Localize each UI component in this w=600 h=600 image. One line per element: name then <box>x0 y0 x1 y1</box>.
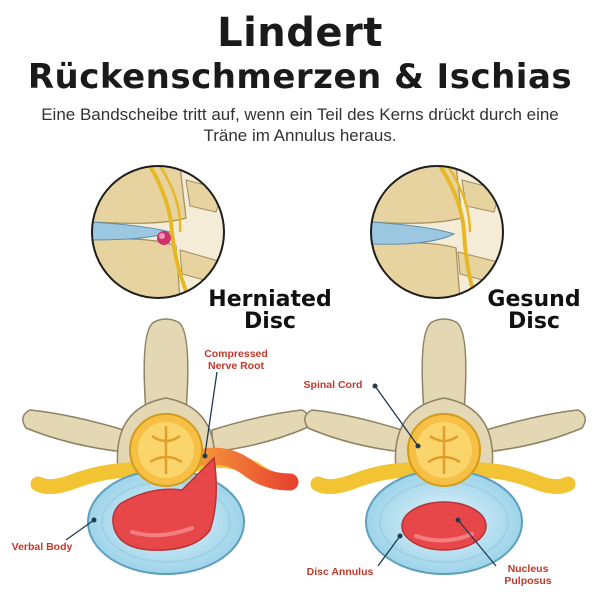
herniated-zoom-circle <box>91 165 225 299</box>
compressed-line-1: Compressed <box>204 348 268 360</box>
verbal-body-label: Verbal Body <box>11 541 73 553</box>
title-line-1: Lindert <box>217 10 383 56</box>
healthy-vertebra <box>304 318 586 575</box>
subtitle: Eine Bandscheibe tritt auf, wenn ein Tei… <box>41 105 559 145</box>
compressed-line-2: Nerve Root <box>207 360 264 372</box>
spinal-cord-label: Spinal Cord <box>303 379 363 391</box>
gesund-disc-label: Gesund Disc <box>478 289 590 333</box>
healthy-zoom-circle <box>370 165 504 299</box>
title-line-2: Rückenschmerzen & Ischias <box>27 57 573 97</box>
herniated-label-line-1: Herniated <box>208 287 332 312</box>
compressed-nerve-root-label: Compressed Nerve Root <box>186 348 286 372</box>
disc-annulus-label: Disc Annulus <box>306 566 374 578</box>
nucleus-line-1: Nucleus <box>507 563 549 575</box>
nucleus-line-2: Pulposus <box>504 575 552 587</box>
nucleus-pulposus-label: Nucleus Pulposus <box>488 563 568 587</box>
gesund-label-line-2: Disc <box>508 309 560 334</box>
gesund-label-line-1: Gesund <box>487 287 581 312</box>
leader-lines <box>65 371 497 567</box>
herniated-disc-label: Herniated Disc <box>205 289 335 333</box>
herniated-label-line-2: Disc <box>244 309 296 334</box>
